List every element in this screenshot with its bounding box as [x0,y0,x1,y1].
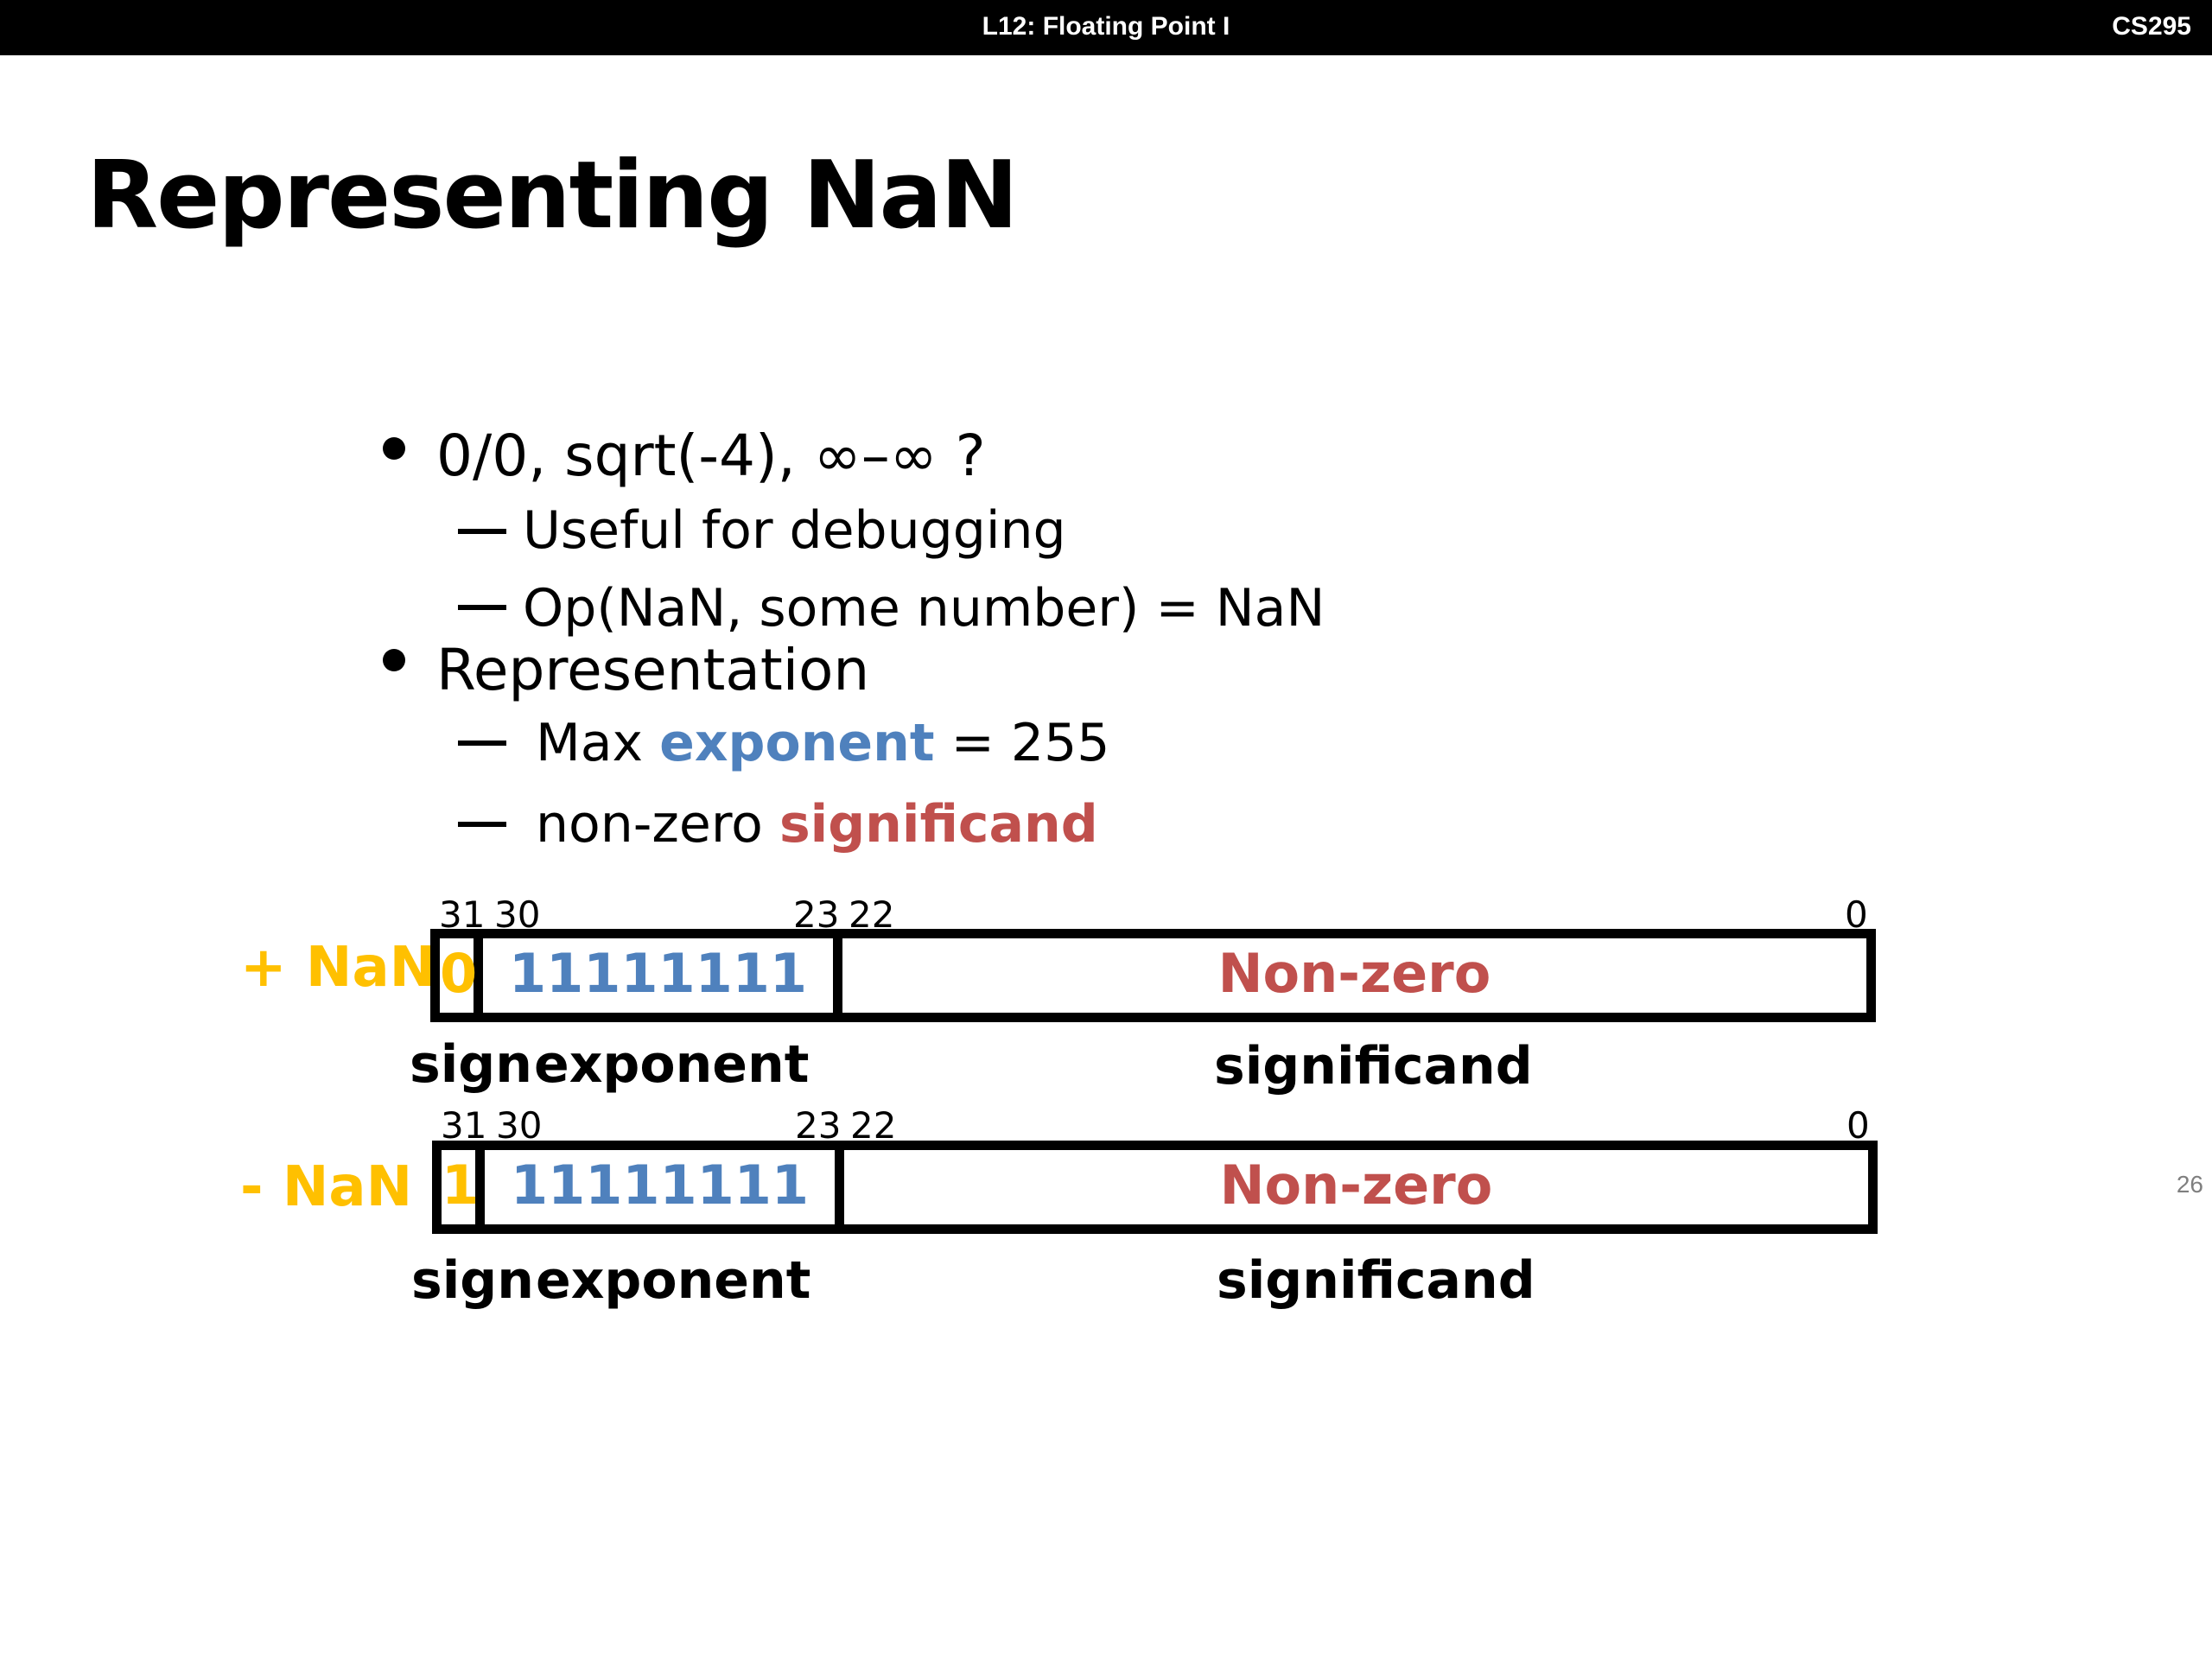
lecture-title: L12: Floating Point I [982,12,1230,41]
bit-22-label: 22 [850,1104,897,1147]
bit-31-label: 31 [441,1104,487,1147]
slide-title: Representing NaN [86,142,1019,250]
nan-label: - NaN [240,1155,413,1219]
significand-value: Non-zero [1217,942,1491,1005]
dash-icon [458,605,506,610]
bullet-2: Representation [436,637,870,703]
dash-icon [458,822,506,827]
bit-field-box [430,929,1876,1022]
sub-suffix: = 255 [934,713,1110,773]
sign-bit-value: 1 [442,1154,480,1217]
field-divider [835,1141,844,1234]
significand-value: Non-zero [1219,1154,1493,1217]
exponent-highlight: exponent [659,713,935,773]
sub-prefix: non-zero [536,794,779,855]
bullet-dot-icon [383,649,405,671]
bit-30-label: 30 [496,1104,543,1147]
bit-0-label: 0 [1847,1104,1870,1147]
exponent-caption: exponent [534,1034,810,1095]
bit-23-label: 23 [793,893,840,936]
sub-prefix: Max [536,713,660,773]
dash-icon [458,529,506,534]
sign-bit-value: 0 [440,942,478,1005]
nan-label: + NaN [240,936,436,1000]
bit-0-label: 0 [1845,893,1868,936]
field-divider [833,929,842,1022]
bullet-dot-icon [383,437,405,460]
sub-bullet-1-1: Useful for debugging [523,500,1066,561]
bit-23-label: 23 [795,1104,842,1147]
bullet-1: 0/0, sqrt(-4), ∞–∞ ? [436,423,986,489]
sub-bullet-2-1: Max exponent = 255 [536,712,1109,774]
exponent-value: 11111111 [508,942,808,1005]
exponent-caption: exponent [536,1250,811,1311]
sub-bullet-1-2: Op(NaN, some number) = NaN [523,578,1325,639]
page-number: 26 [2176,1171,2203,1198]
field-divider [474,929,483,1022]
sign-caption: sign [410,1034,532,1095]
sub-bullet-2-2: non-zero significand [536,793,1098,855]
sign-caption: sign [411,1250,534,1311]
bit-30-label: 30 [494,893,541,936]
header-bar: L12: Floating Point I CS295 [0,0,2212,55]
dash-icon [458,741,506,746]
bit-field-box [432,1141,1878,1234]
exponent-value: 11111111 [510,1154,810,1217]
field-divider [475,1141,485,1234]
bit-31-label: 31 [439,893,486,936]
significand-caption: significand [1217,1250,1535,1311]
course-code: CS295 [2112,12,2191,41]
significand-caption: significand [1214,1036,1533,1096]
bit-22-label: 22 [849,893,895,936]
significand-highlight: significand [779,794,1098,855]
